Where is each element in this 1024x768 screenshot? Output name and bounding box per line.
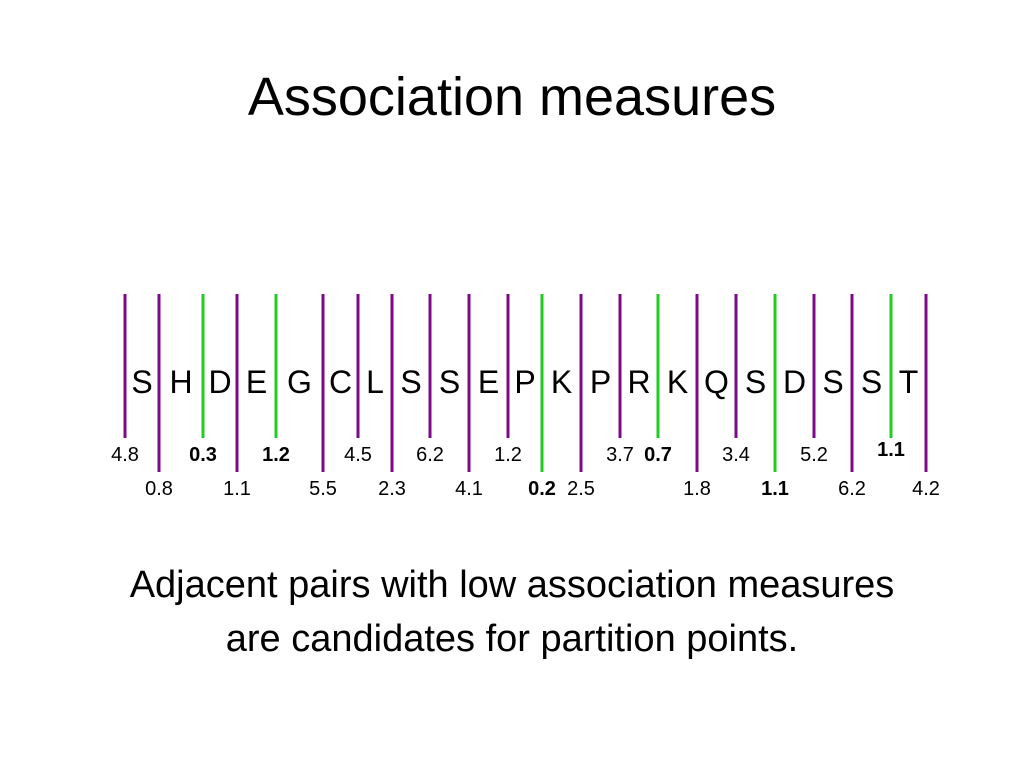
sequence-letter: P [590,364,611,400]
sequence-letter: H [169,364,192,400]
association-value: 1.2 [494,444,522,466]
association-value: 4.1 [455,478,483,500]
association-value: 4.2 [912,478,940,500]
sequence-letter: S [822,364,843,400]
association-value: 0.2 [528,478,556,500]
association-value: 0.3 [189,444,217,466]
association-value: 1.2 [262,444,290,466]
sequence-letter: C [329,364,352,400]
sequence-letter: R [627,364,650,400]
sequence-letter: K [667,364,688,400]
association-value: 5.2 [800,444,828,466]
sequence-letter: Q [704,364,729,400]
association-value: 0.8 [145,478,173,500]
association-value: 0.7 [644,444,672,466]
sequence-letter: D [208,364,231,400]
association-value: 3.7 [606,444,634,466]
caption-line-2: are candidates for partition points. [225,618,799,660]
slide-caption: Adjacent pairs with low association meas… [0,558,1024,666]
sequence-letter: E [478,364,499,400]
association-value: 1.8 [683,478,711,500]
slide-title: Association measures [247,67,777,127]
association-value: 1.1 [223,478,251,500]
association-value: 1.1 [761,478,789,500]
association-value: 2.3 [378,478,406,500]
association-value: 2.5 [567,478,595,500]
sequence-letter: D [783,364,806,400]
sequence-letter: S [745,364,766,400]
sequence-letter: S [439,364,460,400]
sequence-letter: S [400,364,421,400]
sequence-letter: E [246,364,267,400]
sequence-letter: G [287,364,312,400]
boundary-lines [123,294,928,472]
association-value: 6.2 [838,478,866,500]
association-value: 5.5 [309,478,337,500]
sequence-letter: P [514,364,535,400]
sequence-letter: T [899,364,919,400]
sequence-letter: S [131,364,152,400]
sequence-letter: K [551,364,572,400]
sequence-letter: L [366,364,384,400]
sequence-letter: S [861,364,882,400]
association-value: 6.2 [416,444,444,466]
caption-line-1: Adjacent pairs with low association meas… [129,564,895,606]
association-value: 1.1 [877,439,905,461]
association-value: 4.8 [111,444,139,466]
association-value: 4.5 [344,444,372,466]
association-value: 3.4 [722,444,750,466]
association-values: 4.8 0.8 0.3 1.1 1.2 5.5 4.5 2.3 6.2 4.1 1.2 0.2 2.5 3… [111,439,940,500]
